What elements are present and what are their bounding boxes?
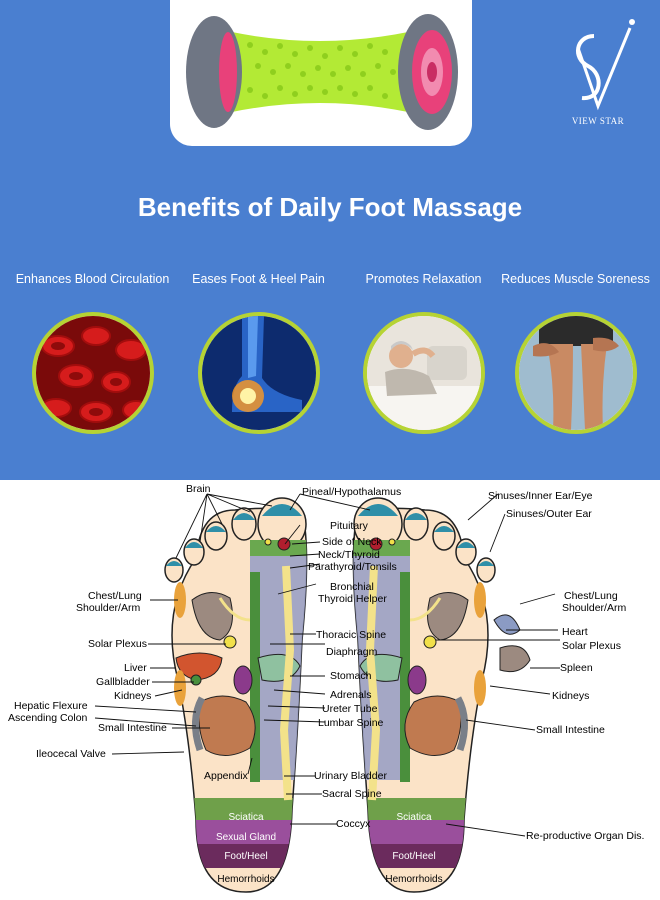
label-parathyroid: Parathyroid/Tonsils [308,561,397,573]
benefit-label: Eases Foot & Heel Pain [192,272,325,286]
label-hepatic-flexure: Hepatic Flexure [14,700,88,712]
label-bronchial: Bronchial [330,581,374,593]
label-sacral-spine: Sacral Spine [322,788,382,800]
label-small-intestine-left: Small Intestine [98,722,167,734]
label-kidneys-left: Kidneys [114,690,152,702]
label-side-of-neck: Side of Neck [322,536,382,548]
blood-cells-image [32,312,154,434]
right-foot [352,497,531,893]
label-lumbar-spine: Lumbar Spine [318,717,384,729]
label-ileocecal-valve: Ileocecal Valve [36,748,106,760]
label-sinuses-inner: Sinuses/Inner Ear/Eye [488,490,593,502]
benefits-panel: VIEW STAR Benefits of Daily Foot Massage… [0,0,660,480]
label-ascending-colon: Ascending Colon [8,712,88,724]
benefit-muscle-soreness: Reduces Muscle Soreness [493,268,658,448]
feet-diagram [94,493,560,893]
label-urinary-bladder: Urinary Bladder [314,770,387,782]
band-hemorrhoids-left: Hemorrhoids [217,874,275,885]
label-ureter-tube: Ureter Tube [322,703,378,715]
label-thoracic-spine: Thoracic Spine [316,629,387,641]
view-star-logo-icon [576,19,635,111]
label-chest-lung-left: Chest/Lung [88,590,142,602]
label-pineal: Pineal/Hypothalamus [302,486,402,498]
label-neck-thyroid: Neck/Thyroid [318,549,380,561]
label-diaphragm: Diaphragm [326,646,378,658]
label-coccyx: Coccyx [336,818,371,830]
label-solar-plexus-left: Solar Plexus [88,638,147,650]
benefit-heel-pain: Eases Foot & Heel Pain [176,268,341,448]
band-hemorrhoids-right: Hemorrhoids [385,874,443,885]
heel-pain-image [198,312,320,434]
headline: Benefits of Daily Foot Massage [137,192,523,222]
relaxing-woman-image [363,312,485,434]
label-sinuses-outer: Sinuses/Outer Ear [506,508,592,520]
band-foot-heel-right: Foot/Heel [392,851,436,862]
leader-lines [94,493,560,837]
left-foot [164,497,308,893]
benefit-blood-circulation: Enhances Blood Circulation [10,268,175,448]
label-small-intestine-right: Small Intestine [536,724,605,736]
label-thyroid-helper: Thyroid Helper [318,593,387,605]
label-kidneys-right: Kidneys [552,690,590,702]
label-brain: Brain [186,483,211,495]
label-appendix: Appendix [204,770,248,782]
label-liver: Liver [124,662,147,674]
reflexology-chart: Brain Chest/Lung Shoulder/Arm Solar Plex… [0,480,660,900]
label-pituitary: Pituitary [330,520,368,532]
label-spleen: Spleen [560,662,593,674]
brand-logo: VIEW STAR [556,18,640,130]
label-heart: Heart [562,626,588,638]
benefit-label: Reduces Muscle Soreness [501,272,650,286]
label-adrenals: Adrenals [330,689,372,701]
sore-legs-image [515,312,637,434]
foot-roller-image [186,14,458,130]
band-sexual-gland-left: Sexual Gland [215,832,277,843]
label-stomach: Stomach [330,670,372,682]
label-chest-lung-right: Chest/Lung [564,590,618,602]
product-image-card [170,0,472,146]
band-foot-heel-left: Foot/Heel [224,851,268,862]
label-shoulder-arm-right: Shoulder/Arm [562,602,627,614]
label-reproductive: Re-productive Organ Dis. [526,830,645,842]
label-shoulder-arm-left: Shoulder/Arm [76,602,141,614]
benefit-label: Enhances Blood Circulation [15,272,170,286]
band-sciatica-left: Sciatica [228,812,264,823]
band-sciatica-right: Sciatica [396,812,432,823]
label-solar-plexus-right: Solar Plexus [562,640,621,652]
benefit-relaxation: Promotes Relaxation [341,268,506,448]
brand-name: VIEW STAR [571,116,625,126]
benefit-label: Promotes Relaxation [365,272,482,286]
label-gallbladder: Gallbladder [96,676,150,688]
